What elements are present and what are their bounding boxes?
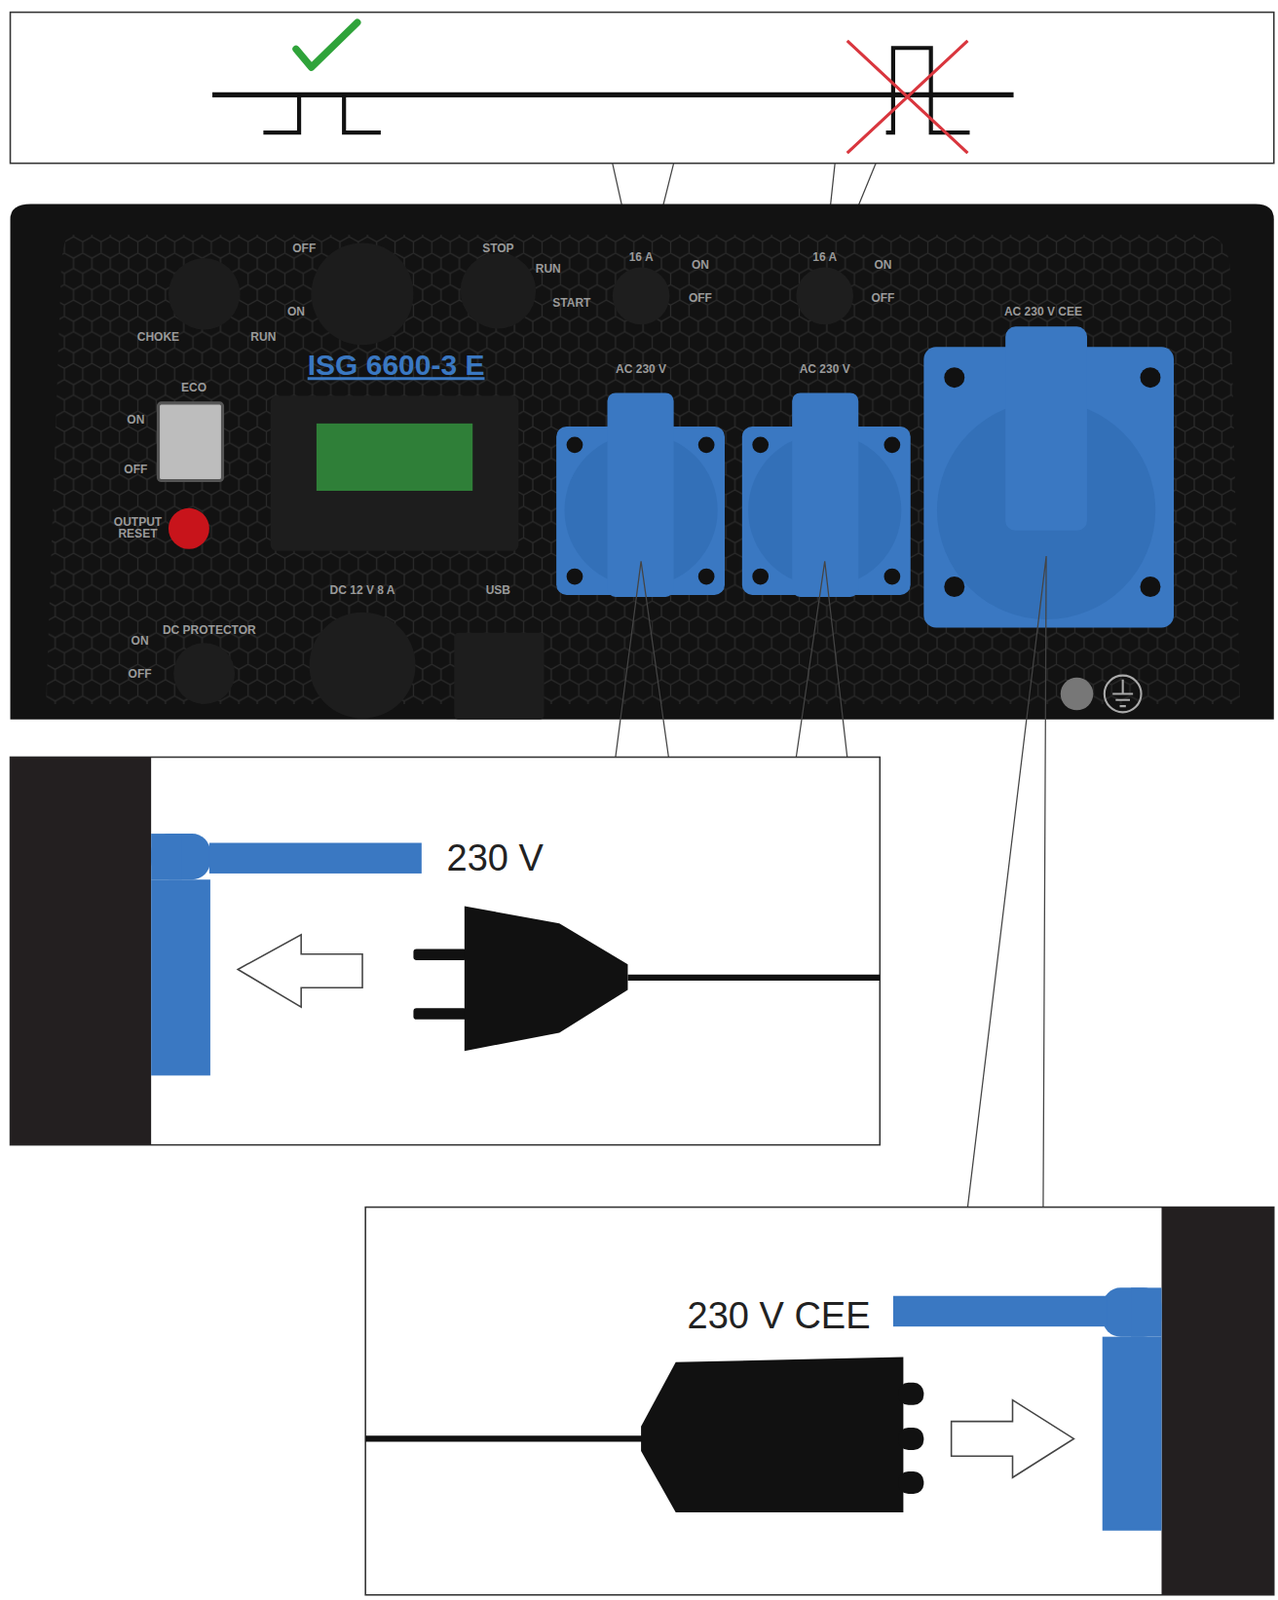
generator-panel-part [10, 204, 1275, 720]
cee-socket [923, 326, 1174, 628]
plug-callout-cee-part [1161, 1207, 1274, 1596]
plug-callout-230v-part [150, 879, 211, 1076]
panel-label: AC 230 V [799, 363, 851, 376]
panel-label: DC 12 V 8 A [330, 583, 396, 597]
plug-callout-230v [10, 756, 881, 1145]
generator-panel-part [45, 234, 1241, 705]
socket-1-part [566, 568, 584, 586]
plug-callout-cee-part [640, 1357, 903, 1513]
socket-1-part [566, 436, 584, 453]
switch-callout-part [296, 22, 358, 68]
panel-label: CHOKE [137, 331, 180, 344]
generator-panel-part [168, 508, 210, 550]
cee-socket-part [1139, 367, 1161, 388]
plug-callout-230v-part [464, 905, 629, 1052]
switch-callout-part [847, 40, 969, 153]
panel-label: ON [691, 259, 710, 272]
generator-panel-part [460, 253, 537, 330]
panel-label: ON [131, 635, 150, 648]
plug-callout-cee [365, 1207, 1275, 1596]
plug-callout-230v-part [413, 948, 466, 961]
panel-label: AC 230 V [615, 363, 667, 376]
panel-label: OFF [292, 241, 316, 255]
plug-callout-cee-part [365, 1207, 1275, 1596]
generator-panel-part [453, 633, 544, 720]
generator-panel-part [311, 242, 414, 345]
plug-callout-cee-part [898, 1428, 924, 1451]
panel-label: 16 A [812, 251, 837, 264]
plug-callout-cee-part [898, 1383, 924, 1406]
socket-1-part [698, 568, 715, 586]
generator-panel-part [270, 396, 520, 552]
generator-panel [10, 204, 1275, 720]
switch-callout-part [263, 94, 381, 133]
plug-callout-cee-part [893, 1296, 1108, 1327]
plug-callout-230v-part [150, 833, 182, 880]
panel-label: AC 230 V CEE [1004, 304, 1083, 318]
socket-2 [742, 392, 911, 598]
panel-label: RUN [535, 262, 562, 275]
plug-callout-230v-part [10, 756, 881, 1145]
plug-callout-cee-part [365, 1435, 648, 1442]
plug-callout-cee-part [951, 1400, 1075, 1479]
callout-label: 230 V CEE [687, 1297, 871, 1337]
plug-callout-cee-part [1102, 1337, 1163, 1532]
panel-label: OFF [123, 463, 148, 477]
generator-panel-part [1060, 677, 1094, 712]
plug-callout-230v-part [413, 1008, 466, 1020]
panel-label: OFF [870, 292, 895, 305]
cee-socket-part [1139, 576, 1161, 598]
generator-panel-part [1112, 679, 1133, 707]
socket-2-part [883, 436, 901, 453]
generator-panel-part [173, 642, 235, 705]
callout-label: 230 V [447, 839, 544, 879]
socket-2-part [751, 568, 769, 586]
cee-socket-part [943, 367, 965, 388]
plug-callout-cee-part [1130, 1287, 1162, 1337]
panel-label: STOP [482, 241, 514, 255]
plug-callout-230v-part [237, 935, 363, 1008]
panel-label: 16 A [629, 251, 654, 264]
generator-panel-part [795, 267, 854, 326]
cee-socket-part [1005, 326, 1088, 531]
panel-label: ON [126, 413, 145, 426]
plug-callout-230v-part [10, 756, 152, 1145]
panel-label: OUTPUT RESET [107, 516, 168, 541]
socket-2-part [883, 568, 901, 586]
generator-panel-part [316, 423, 473, 491]
panel-label: DC PROTECTOR [162, 623, 257, 637]
switch-callout-part [10, 12, 1275, 164]
socket-2-part [751, 436, 769, 453]
plug-callout-cee-part [898, 1471, 924, 1495]
cee-socket-part [943, 576, 965, 598]
panel-label: ON [873, 259, 892, 272]
plug-callout-230v-part [150, 833, 211, 880]
panel-label: RUN [250, 331, 276, 344]
socket-1-part [698, 436, 715, 453]
panel-label: OFF [688, 292, 713, 305]
generator-panel-part [612, 267, 671, 326]
generator-panel-part [157, 403, 223, 482]
generator-panel-part [168, 258, 240, 330]
panel-label: USB [486, 583, 511, 597]
generator-panel-part [309, 612, 416, 719]
model-name: ISG 6600-3 E [307, 349, 486, 381]
panel-label: ECO [181, 381, 207, 395]
panel-label: OFF [128, 667, 152, 680]
generator-panel-part [1104, 676, 1142, 714]
plug-callout-230v-part [627, 975, 880, 981]
plug-callout-230v-part [209, 843, 422, 874]
panel-label: START [552, 297, 591, 310]
plug-callout-cee-part [1102, 1287, 1163, 1337]
panel-label: ON [287, 304, 305, 318]
